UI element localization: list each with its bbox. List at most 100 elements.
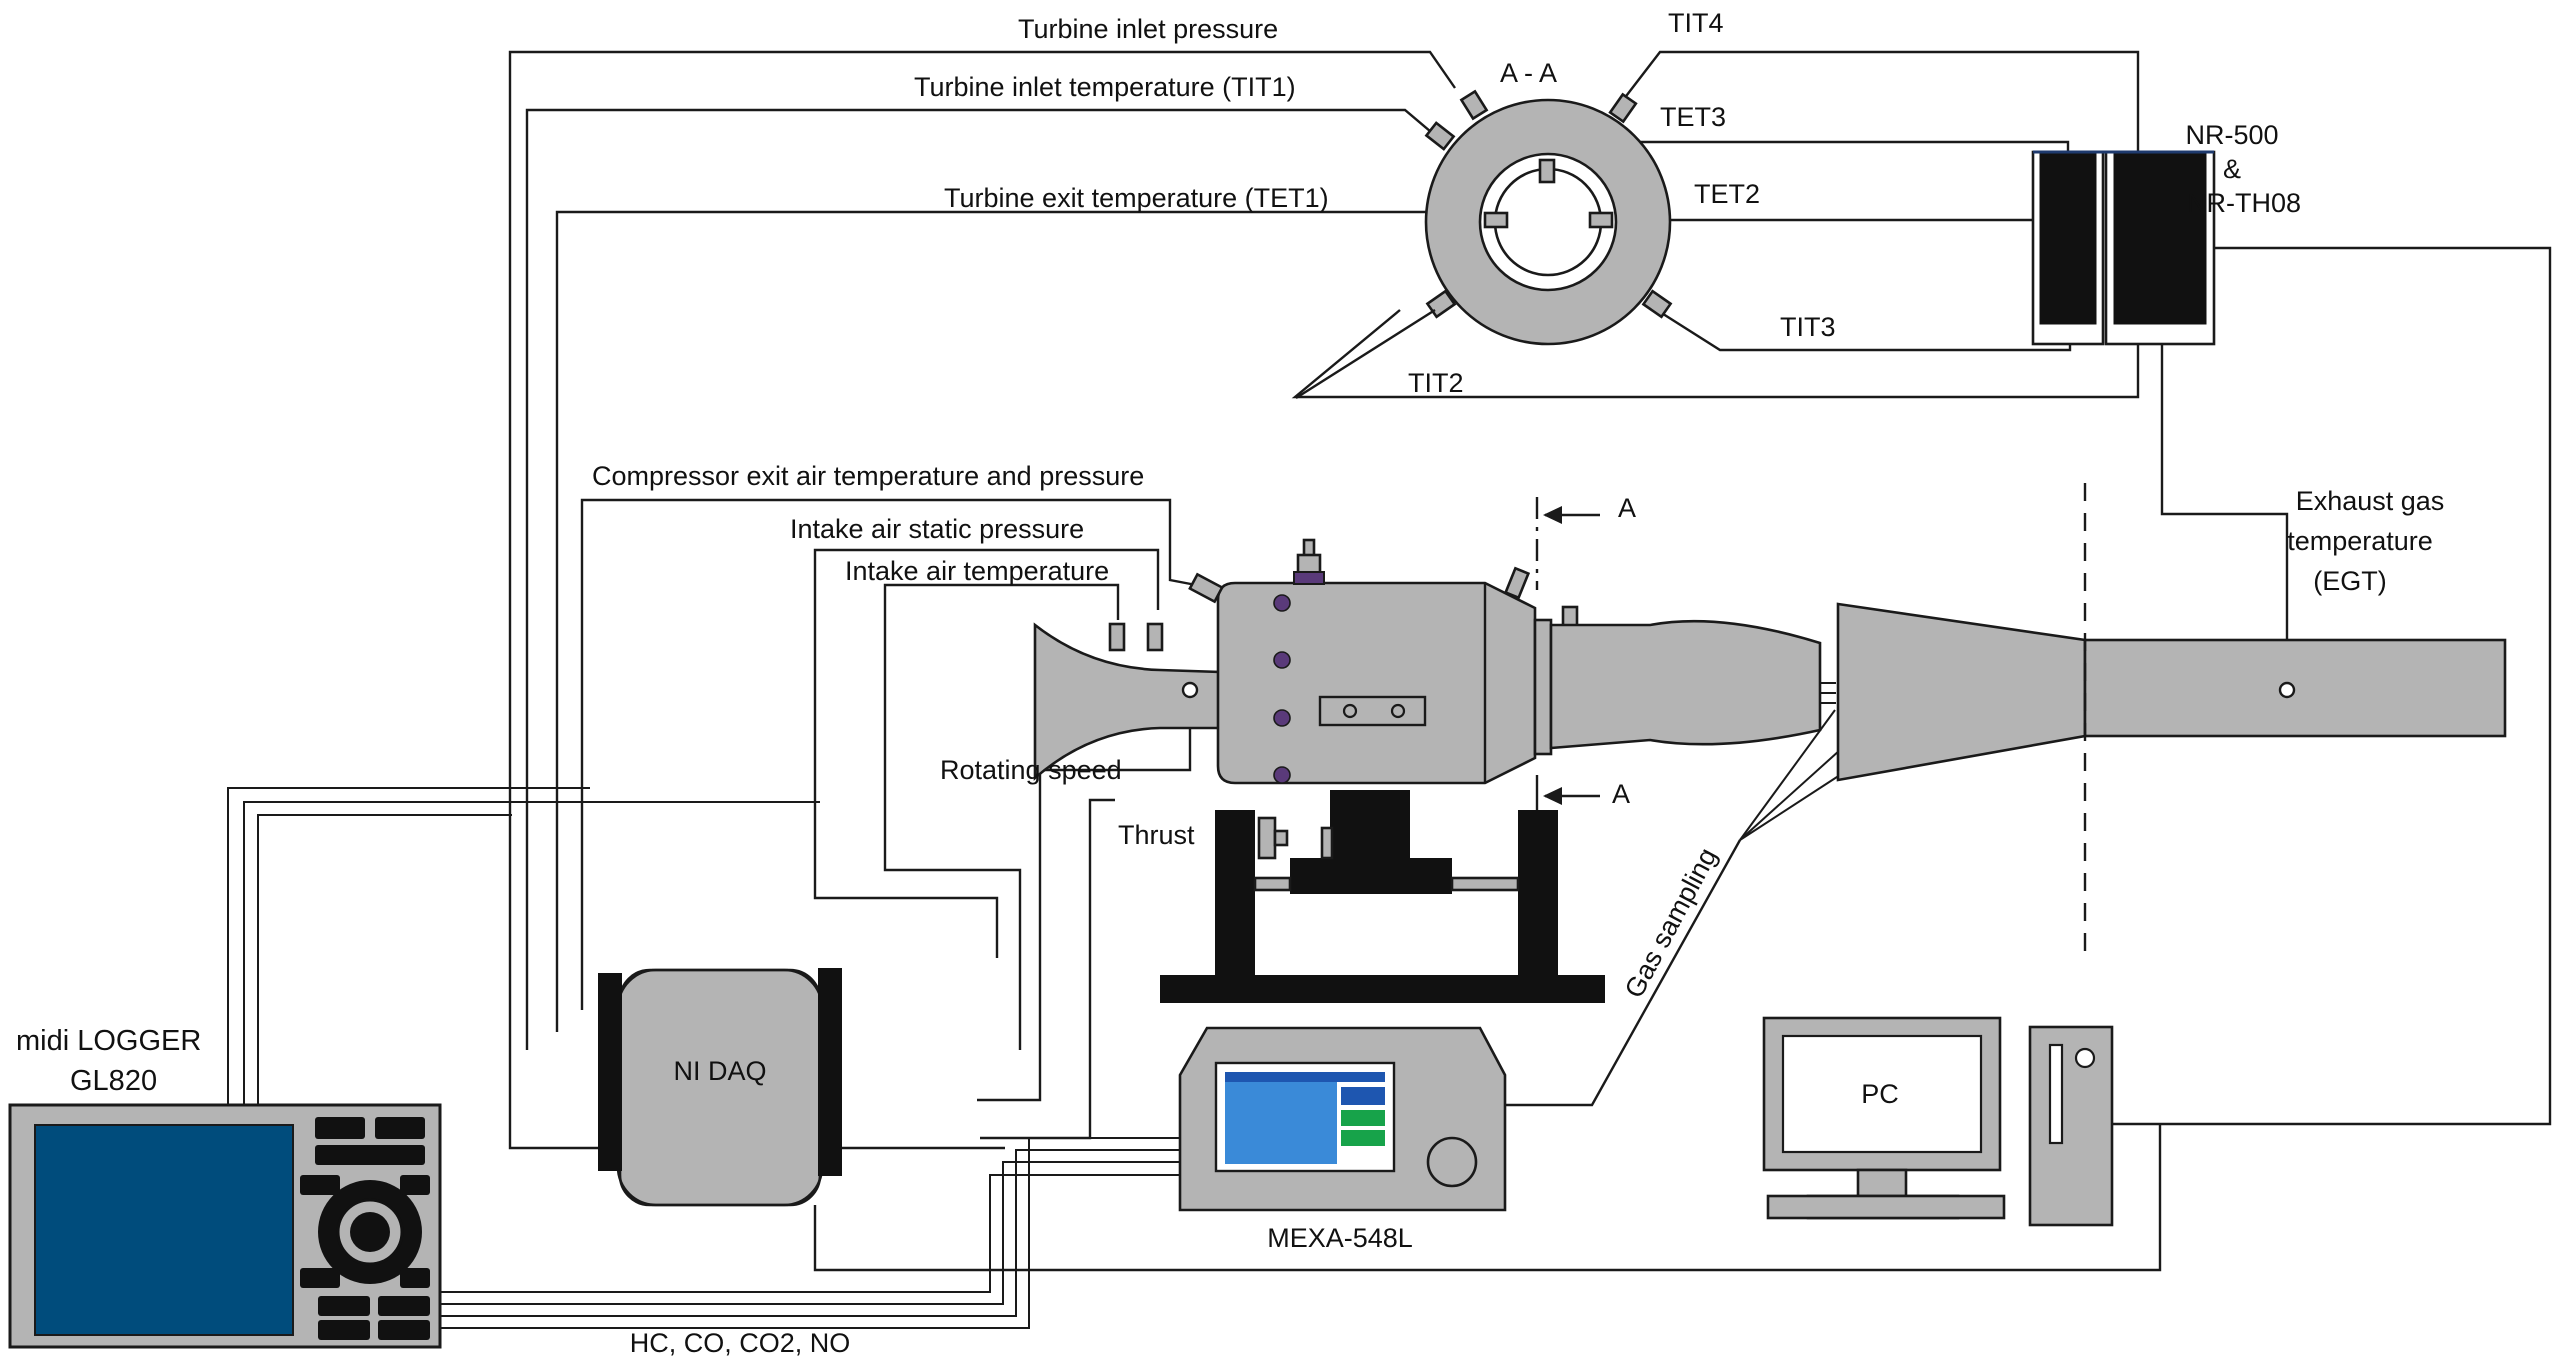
label-tit3: TIT3 (1780, 312, 1836, 342)
label-thrust: Thrust (1118, 820, 1195, 850)
labels: Turbine inlet pressure Turbine inlet tem… (16, 8, 2444, 1358)
pc-screen (1781, 1034, 1983, 1154)
wire-nr-egt (2160, 342, 2289, 690)
tit3-probe (1641, 289, 1673, 319)
compressor-exit-port (1188, 572, 1224, 604)
wire-bundle-d (440, 1137, 1180, 1329)
wire-bundle-c (440, 1149, 1180, 1317)
turbine-probe-a (1503, 566, 1531, 600)
stand-crossbar (1290, 858, 1452, 894)
tit1-probe (1424, 121, 1456, 151)
stand-base (1160, 975, 1605, 1003)
wire-daq-pc (813, 1124, 2162, 1272)
daq-right-connector (818, 968, 842, 1176)
label-section-title: A - A (1500, 58, 1557, 88)
rotating-speed-sensor (1181, 681, 1199, 699)
tet1-probe (1483, 211, 1509, 229)
logger-key (375, 1117, 425, 1139)
daq-left-connector (598, 973, 622, 1171)
section-cut-line (1535, 497, 1600, 810)
exhaust-nozzle (1549, 619, 1822, 750)
wire-gas-sampling (1505, 839, 1742, 1107)
wire-compressor-exit (580, 498, 1197, 1010)
stand-rail-right (1450, 876, 1520, 892)
label-gas-sampling: Gas sampling (1619, 843, 1723, 1003)
tit4-probe (1608, 92, 1638, 124)
logger-screen (34, 1124, 294, 1336)
wire-logger-2 (243, 801, 820, 1105)
label-logger-line2: GL820 (70, 1065, 157, 1097)
intake-static-port (1146, 622, 1164, 652)
label-intake-air-temperature: Intake air temperature (845, 556, 1109, 586)
wire-intake-static (813, 548, 1160, 958)
stand-rail-left (1253, 876, 1292, 892)
wire-tet1 (555, 210, 1495, 1032)
tet3-probe (1538, 158, 1556, 184)
label-ni-daq: NI DAQ (673, 1056, 766, 1086)
wire-intake-temp (883, 583, 1120, 1050)
label-gas-species: HC, CO, CO2, NO (630, 1328, 851, 1358)
label-logger-line1: midi LOGGER (16, 1025, 201, 1057)
label-compressor-exit: Compressor exit air temperature and pres… (592, 461, 1144, 491)
stand-pedestal (1330, 790, 1410, 862)
wire-logger-3 (257, 814, 512, 1105)
nr-500-modules (2031, 150, 2216, 346)
casing-bolt (1273, 594, 1291, 612)
mexa-screen (1225, 1072, 1337, 1164)
stand-right-leg (1518, 810, 1558, 975)
thrust-stand (1160, 790, 1605, 1003)
label-rotating-speed: Rotating speed (940, 755, 1122, 785)
turbine-inlet-pressure-probe (1459, 89, 1489, 121)
label-tet3: TET3 (1660, 102, 1726, 132)
midi-logger (8, 1103, 442, 1349)
label-mexa: MEXA-548L (1267, 1223, 1413, 1253)
engine-casing (1216, 581, 1537, 785)
tet2-probe (1588, 211, 1614, 229)
label-egt-line2: temperature (2287, 526, 2433, 556)
stand-left-leg (1215, 810, 1255, 975)
label-egt-line3: (EGT) (2313, 566, 2387, 596)
pc-keyboard (1766, 1194, 2006, 1220)
label-cut-bottom: A (1612, 779, 1630, 809)
label-turbine-inlet-pressure: Turbine inlet pressure (1018, 14, 1278, 44)
wire-nr-pc (2112, 246, 2552, 1126)
egt-sensor (2278, 681, 2296, 699)
label-nr-line1: NR-500 (2185, 120, 2278, 150)
label-nr-line2: & (2223, 154, 2241, 184)
label-pc: PC (1861, 1079, 1899, 1109)
wire-tit3 (1659, 310, 2072, 352)
wire-tit1 (525, 108, 1438, 1050)
label-intake-static-pressure: Intake air static pressure (790, 514, 1084, 544)
logger-key (315, 1145, 425, 1165)
casing-plate (1318, 695, 1427, 727)
exhaust-diffuser (1836, 602, 2087, 782)
label-tit4: TIT4 (1668, 8, 1724, 38)
nr-module-right-body (2113, 151, 2207, 325)
ni-daq (598, 968, 842, 1207)
mexa-knob (1426, 1136, 1478, 1188)
label-nr-line3: NR-TH08 (2187, 188, 2301, 218)
wire-sampling-probe-3 (1739, 774, 1841, 841)
casing-bolt (1273, 766, 1291, 784)
exhaust-pipe (2083, 638, 2507, 738)
pc (1762, 1016, 2114, 1227)
label-cut-top: A (1618, 493, 1636, 523)
turbojet-engine (1033, 538, 1836, 785)
daq-body (618, 968, 822, 1207)
casing-bolt (1273, 651, 1291, 669)
section-shaft-ring (1493, 167, 1603, 277)
label-tit2: TIT2 (1408, 368, 1464, 398)
label-tet1: Turbine exit temperature (TET1) (944, 183, 1329, 213)
casing-bolt (1273, 709, 1291, 727)
mexa-analyzer (1178, 1026, 1507, 1212)
pc-tower (2028, 1025, 2114, 1227)
label-tet2: TET2 (1694, 179, 1760, 209)
engine-flange (1533, 618, 1553, 756)
wire-tit2 (1295, 308, 1436, 400)
exhaust-duct (1836, 483, 2507, 963)
logger-key (315, 1117, 365, 1139)
wire-thrust (980, 798, 1115, 1140)
section-aa (1295, 89, 1673, 400)
pc-neck (1856, 1168, 1908, 1200)
